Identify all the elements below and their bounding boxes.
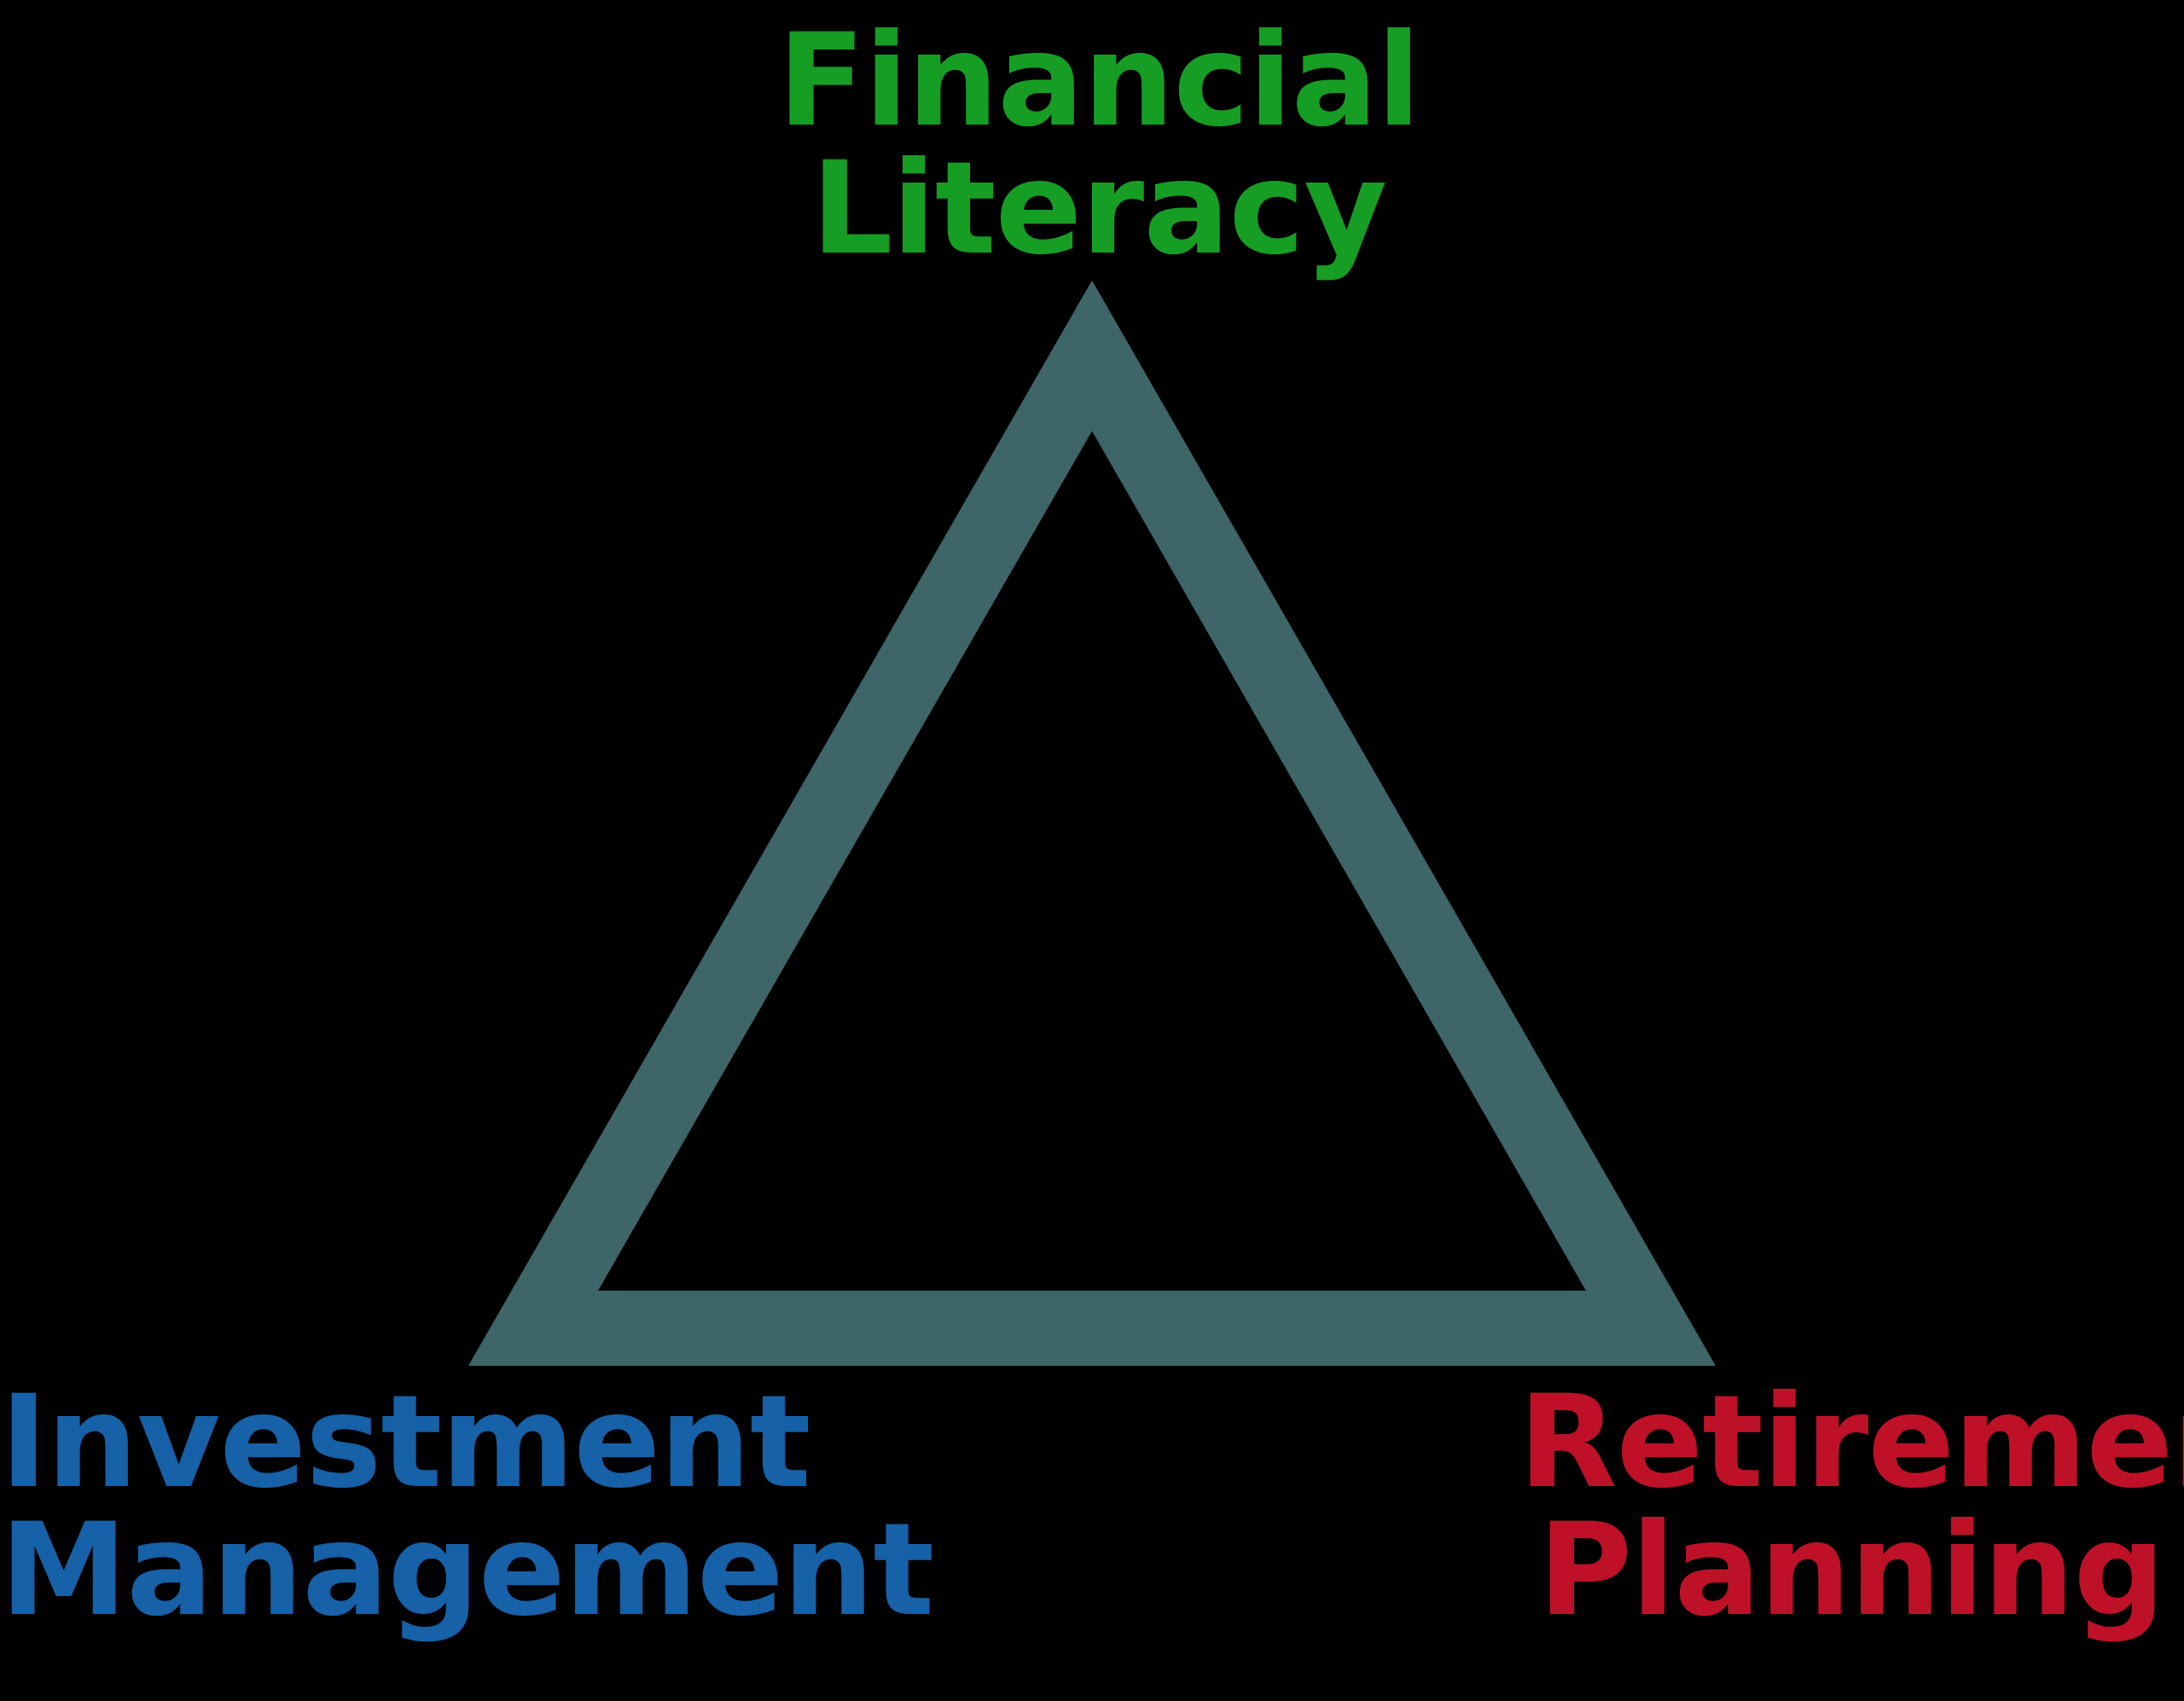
label-investment-management-line2: Management (0, 1496, 934, 1645)
label-financial-literacy-line1: Financial (777, 7, 1421, 155)
vertex-label-investment-management: Investment Management (0, 1368, 934, 1645)
vertex-label-retirement-planning: Retirement Planning (1519, 1379, 2184, 1634)
label-retirement-planning-line1: Retirement (1519, 1368, 2184, 1517)
label-retirement-planning-line2: Planning (1538, 1496, 2165, 1645)
triangle-outline-shape (468, 280, 1716, 1366)
label-financial-literacy-line2: Literacy (810, 135, 1387, 283)
label-investment-management-line1: Investment (0, 1368, 811, 1517)
vertex-label-financial-literacy: Financial Literacy (0, 17, 2184, 273)
